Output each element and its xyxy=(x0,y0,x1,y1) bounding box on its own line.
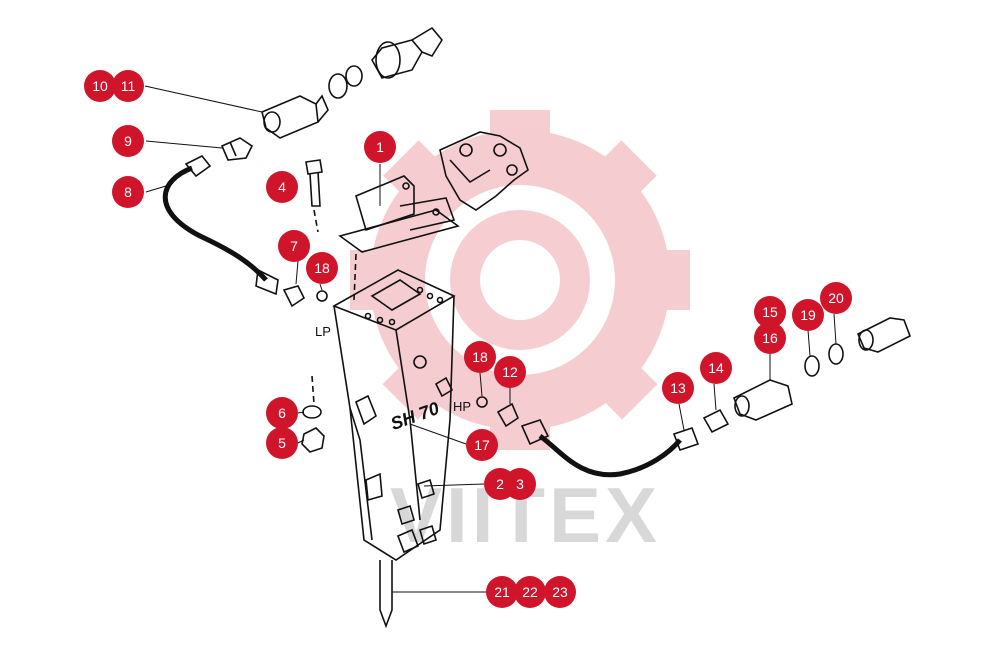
hose-8 xyxy=(162,165,268,282)
callout-21[interactable]: 21 xyxy=(486,576,518,608)
adapter-9 xyxy=(220,137,254,161)
callout-11[interactable]: 11 xyxy=(112,70,144,102)
callout-3[interactable]: 3 xyxy=(504,468,536,500)
chisel-tool xyxy=(379,560,393,629)
callout-19[interactable]: 19 xyxy=(792,299,824,331)
callout-10[interactable]: 10 xyxy=(84,70,116,102)
hp-port-label: HP xyxy=(453,399,472,414)
callout-4[interactable]: 4 xyxy=(266,171,298,203)
hose-fitting-10 xyxy=(261,94,329,139)
callout-16[interactable]: 16 xyxy=(754,322,786,354)
callout-13[interactable]: 13 xyxy=(662,372,694,404)
callout-18-hp[interactable]: 18 xyxy=(464,341,496,373)
callout-5[interactable]: 5 xyxy=(266,427,298,459)
hose-13 xyxy=(538,433,682,478)
callout-8[interactable]: 8 xyxy=(112,176,144,208)
quick-hitch-linkage xyxy=(439,131,529,211)
lp-port-label: LP xyxy=(315,324,331,339)
quick-coupler-top xyxy=(328,26,443,99)
callout-14[interactable]: 14 xyxy=(700,352,732,384)
bolt-4 xyxy=(305,159,323,207)
callout-6[interactable]: 6 xyxy=(266,397,298,429)
callout-23[interactable]: 23 xyxy=(544,576,576,608)
callout-22[interactable]: 22 xyxy=(514,576,546,608)
callout-1[interactable]: 1 xyxy=(364,131,396,163)
callout-17[interactable]: 17 xyxy=(466,429,498,461)
callout-18-lp[interactable]: 18 xyxy=(306,252,338,284)
callout-7[interactable]: 7 xyxy=(278,230,310,262)
callout-20[interactable]: 20 xyxy=(820,282,852,314)
callout-12[interactable]: 12 xyxy=(494,356,526,388)
callout-9[interactable]: 9 xyxy=(112,125,144,157)
breaker-body xyxy=(332,269,456,561)
mounting-bracket-1 xyxy=(338,175,460,253)
